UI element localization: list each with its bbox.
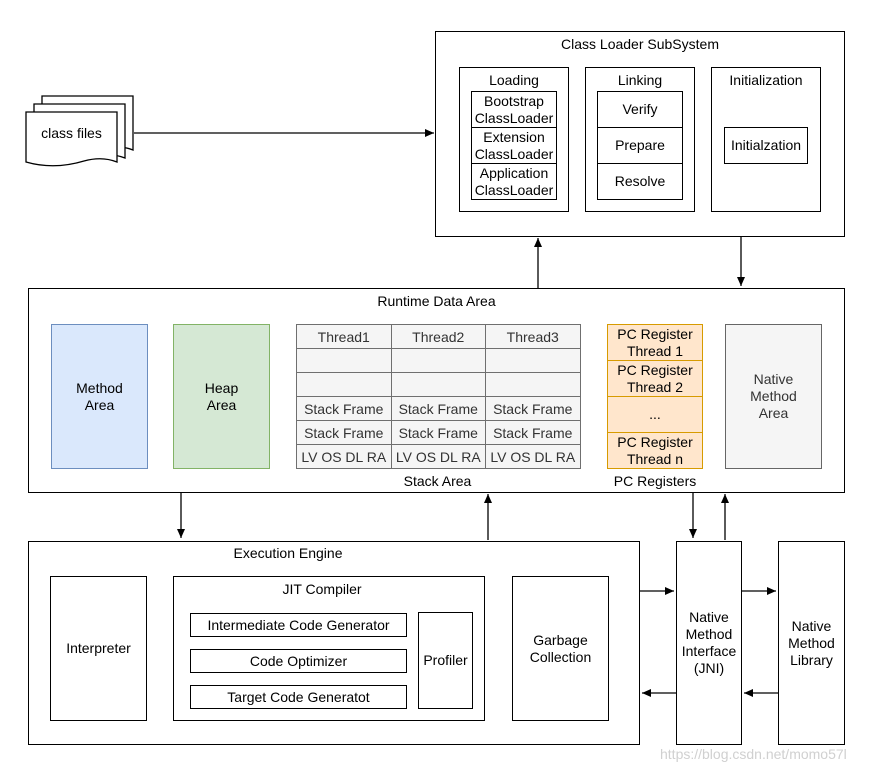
stack-cell <box>296 372 392 397</box>
pc-register-item: PC Register Thread 2 <box>607 360 703 397</box>
native-method-library: Native Method Library <box>778 541 845 745</box>
stack-cell: Stack Frame <box>390 396 486 421</box>
native-method-area: Native Method Area <box>725 324 822 469</box>
stack-cell <box>485 372 581 397</box>
stack-cell <box>296 348 392 373</box>
garbage-collection: Garbage Collection <box>512 576 609 721</box>
watermark: https://blog.csdn.net/momo57l <box>660 746 847 762</box>
verify-step: Verify <box>597 91 683 128</box>
stack-cell: LV OS DL RA <box>296 444 392 469</box>
pc-register-item: PC Register Thread n <box>607 432 703 469</box>
stack-thread-header: Thread1 <box>296 324 392 349</box>
application-classloader: Application ClassLoader <box>471 163 557 200</box>
heap-area: Heap Area <box>173 324 270 469</box>
stack-cell: Stack Frame <box>485 420 581 445</box>
class-files-label: class files <box>41 125 102 141</box>
stack-area-label: Stack Area <box>403 473 472 489</box>
target-code-generator: Target Code Generatot <box>190 685 407 709</box>
pc-register-item: ... <box>607 396 703 433</box>
pc-registers-label: PC Registers <box>613 473 697 489</box>
stack-thread-header: Thread2 <box>390 324 486 349</box>
execution-title: Execution Engine <box>233 545 343 561</box>
runtime-title: Runtime Data Area <box>377 293 496 309</box>
resolve-step: Resolve <box>597 163 683 200</box>
interpreter: Interpreter <box>50 576 147 721</box>
stack-cell: Stack Frame <box>296 396 392 421</box>
initialization-step: Initialzation <box>724 127 808 164</box>
prepare-step: Prepare <box>597 127 683 164</box>
stack-cell: Stack Frame <box>390 420 486 445</box>
jit-title: JIT Compiler <box>282 581 362 597</box>
class-files-shape <box>25 95 134 167</box>
stack-cell <box>390 348 486 373</box>
initialization-title: Initialization <box>729 72 803 88</box>
stack-cell: LV OS DL RA <box>390 444 486 469</box>
stack-cell: LV OS DL RA <box>485 444 581 469</box>
stack-cell: Stack Frame <box>296 420 392 445</box>
stack-cell <box>485 348 581 373</box>
class-loader-title: Class Loader SubSystem <box>561 36 719 52</box>
loading-title: Loading <box>489 72 539 88</box>
intermediate-code-generator: Intermediate Code Generator <box>190 613 407 637</box>
linking-title: Linking <box>617 72 663 88</box>
method-area: Method Area <box>51 324 148 469</box>
native-method-interface: Native Method Interface (JNI) <box>676 541 742 745</box>
stack-thread-header: Thread3 <box>485 324 581 349</box>
bootstrap-classloader: Bootstrap ClassLoader <box>471 91 557 128</box>
stack-cell <box>390 372 486 397</box>
stack-cell: Stack Frame <box>485 396 581 421</box>
profiler: Profiler <box>418 612 473 709</box>
code-optimizer: Code Optimizer <box>190 649 407 673</box>
extension-classloader: Extension ClassLoader <box>471 127 557 164</box>
pc-register-item: PC Register Thread 1 <box>607 324 703 361</box>
